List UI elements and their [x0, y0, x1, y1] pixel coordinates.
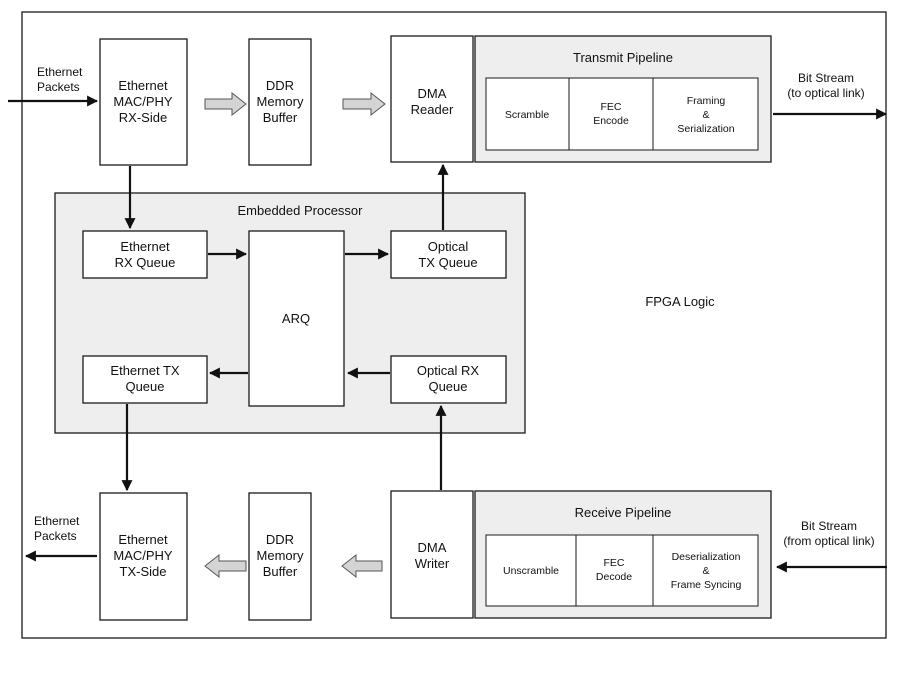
eth-rx-queue-line-2: RX Queue — [115, 255, 176, 270]
mac-tx-line-1: Ethernet — [118, 532, 168, 547]
tx-stage-framing-line-3: Serialization — [677, 123, 734, 135]
transmit-pipeline: Transmit Pipeline Scramble FEC Encode Fr… — [474, 35, 772, 163]
eth-rx-queue-line-1: Ethernet — [120, 239, 170, 254]
dma-writer-line-2: Writer — [415, 556, 450, 571]
optical-tx-queue-line-2: TX Queue — [418, 255, 477, 270]
bit-stream-out-line-1: Bit Stream — [798, 71, 854, 85]
arq-block — [248, 230, 345, 407]
tx-stage-framing-line-2: & — [702, 109, 709, 121]
dma-writer-line-1: DMA — [418, 540, 447, 555]
ethernet-packets-out-line-1: Ethernet — [34, 514, 80, 528]
mac-rx-line-2: MAC/PHY — [113, 94, 173, 109]
rx-stage-deser-line-3: Frame Syncing — [671, 579, 742, 591]
ethernet-packets-out-line-2: Packets — [34, 529, 77, 543]
tx-stage-fec-line-2: Encode — [593, 115, 629, 127]
embedded-processor-title: Embedded Processor — [237, 203, 363, 218]
rx-stage-fec-line-2: Decode — [596, 571, 632, 583]
arq-label: ARQ — [282, 311, 310, 326]
ddr-bottom-line-2: Memory — [257, 548, 304, 563]
rx-stage-fec-line-1: FEC — [604, 557, 625, 569]
dma-reader-block: DMA Reader — [390, 35, 474, 163]
eth-tx-queue-line-1: Ethernet TX — [110, 363, 179, 378]
optical-tx-queue-line-1: Optical — [428, 239, 469, 254]
dma-reader-line-1: DMA — [418, 86, 447, 101]
mac-tx-line-3: TX-Side — [120, 564, 167, 579]
ethernet-tx-queue — [82, 355, 208, 404]
embedded-processor: Embedded Processor Ethernet RX Queue ARQ… — [54, 192, 526, 434]
ddr-buffer-top-block: DDR Memory Buffer — [248, 38, 312, 166]
rx-stage-deser-line-1: Deserialization — [672, 551, 741, 563]
ddr-top-line-1: DDR — [266, 78, 294, 93]
optical-tx-queue — [390, 230, 507, 279]
tx-stage-scramble: Scramble — [505, 109, 550, 121]
receive-pipeline-title: Receive Pipeline — [575, 505, 672, 520]
optical-rx-queue — [390, 355, 507, 404]
ddr-top-line-3: Buffer — [263, 110, 298, 125]
mac-rx-line-3: RX-Side — [119, 110, 167, 125]
eth-tx-queue-line-2: Queue — [125, 379, 164, 394]
rx-stage-deser-line-2: & — [702, 565, 709, 577]
block-arrow-ddr-to-dma-reader — [342, 91, 386, 117]
block-arrow-mac-to-ddr — [204, 91, 247, 117]
dma-reader-line-2: Reader — [411, 102, 454, 117]
ethernet-rx-queue — [82, 230, 208, 279]
block-arrow-dma-writer-to-ddr — [341, 553, 383, 579]
bit-stream-out-line-2: (to optical link) — [787, 86, 864, 100]
optical-rx-queue-line-1: Optical RX — [417, 363, 479, 378]
ddr-buffer-bottom-block: DDR Memory Buffer — [248, 492, 312, 621]
ethernet-packets-in-line-1: Ethernet — [37, 65, 83, 79]
transmit-pipeline-title: Transmit Pipeline — [573, 50, 673, 65]
ddr-bottom-line-3: Buffer — [263, 564, 298, 579]
rx-stage-unscramble: Unscramble — [503, 565, 559, 577]
fpga-logic-label: FPGA Logic — [645, 294, 715, 309]
ddr-bottom-line-1: DDR — [266, 532, 294, 547]
mac-rx-line-1: Ethernet — [118, 78, 168, 93]
mac-tx-line-2: MAC/PHY — [113, 548, 173, 563]
tx-stage-fec-line-1: FEC — [601, 101, 622, 113]
ethernet-mac-tx-block: Ethernet MAC/PHY TX-Side — [99, 492, 188, 621]
optical-rx-queue-line-2: Queue — [428, 379, 467, 394]
ddr-top-line-2: Memory — [257, 94, 304, 109]
dma-writer-block: DMA Writer — [390, 490, 474, 619]
ethernet-mac-rx-block: Ethernet MAC/PHY RX-Side — [99, 38, 188, 166]
block-arrow-ddr-to-mac — [204, 553, 247, 579]
tx-stage-framing-line-1: Framing — [687, 95, 726, 107]
receive-pipeline: Receive Pipeline Unscramble FEC Decode D… — [474, 490, 772, 619]
bit-stream-in-line-2: (from optical link) — [783, 534, 874, 548]
ethernet-packets-in-line-2: Packets — [37, 80, 80, 94]
bit-stream-in-line-1: Bit Stream — [801, 519, 857, 533]
